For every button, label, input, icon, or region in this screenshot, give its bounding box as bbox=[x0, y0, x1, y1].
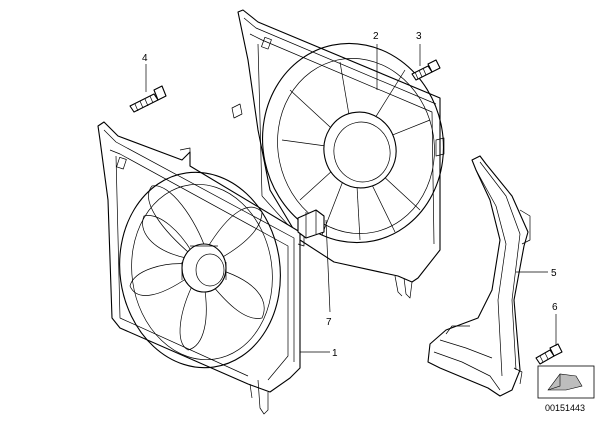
callout-3: 3 bbox=[416, 31, 422, 42]
screw-6 bbox=[535, 343, 563, 365]
part-number: 00151443 bbox=[545, 403, 585, 413]
callout-4: 4 bbox=[142, 53, 148, 64]
connector-plug bbox=[297, 209, 325, 239]
front-fan-shroud bbox=[97, 121, 305, 415]
side-bracket bbox=[427, 155, 531, 397]
screw-3 bbox=[411, 59, 441, 81]
callout-1: 1 bbox=[332, 348, 338, 359]
screw-4 bbox=[129, 85, 167, 113]
callout-6: 6 bbox=[552, 302, 558, 313]
rear-fan-shroud bbox=[231, 9, 445, 299]
callout-2: 2 bbox=[373, 31, 379, 42]
callout-5: 5 bbox=[551, 268, 557, 279]
leader-lines bbox=[145, 44, 557, 353]
reference-symbol-box bbox=[537, 365, 595, 399]
callout-7: 7 bbox=[326, 317, 332, 328]
